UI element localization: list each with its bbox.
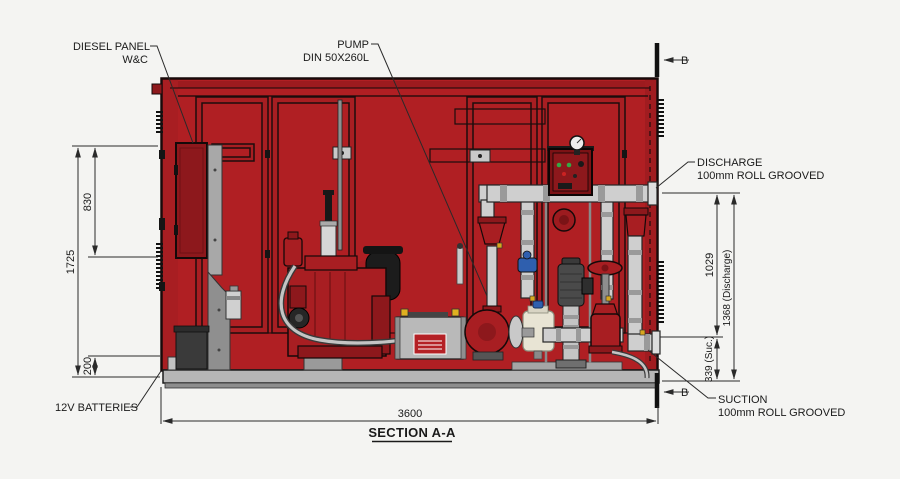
dim-830: 830 — [82, 193, 94, 211]
dim-200: 200 — [82, 357, 94, 375]
battery-box — [173, 325, 210, 370]
pump-enclosure — [151, 77, 664, 389]
suction-inlet-flange — [651, 330, 661, 355]
warning-label — [413, 333, 447, 355]
right-louver-vents — [658, 99, 664, 323]
suction-piping — [623, 207, 661, 355]
fuel-filter — [225, 285, 242, 320]
label-diesel-panel-2: W&C — [122, 54, 148, 66]
pump-discharge-riser — [486, 245, 498, 311]
piping-cluster — [456, 135, 661, 379]
label-suction-1: SUCTION — [718, 394, 768, 406]
dim-1368-discharge: 1368 (Discharge) — [722, 250, 733, 327]
label-diesel-panel-1: DIESEL PANEL — [73, 41, 150, 53]
heat-exchanger — [394, 308, 467, 360]
leader-discharge — [655, 161, 695, 189]
label-discharge-1: DISCHARGE — [697, 157, 762, 169]
dim-3600: 3600 — [398, 408, 422, 420]
section-b-bottom-label: B — [681, 387, 688, 399]
suction-reducer — [625, 214, 647, 237]
label-discharge-2: 100mm ROLL GROOVED — [697, 170, 824, 182]
gate-valve — [587, 260, 623, 354]
door-handles — [265, 146, 627, 258]
label-batteries: 12V BATTERIES — [55, 402, 138, 414]
label-pump-2: DIN 50X260L — [303, 52, 369, 64]
dim-1029: 1029 — [704, 253, 716, 277]
panel-support-column — [207, 144, 231, 371]
leader-batteries — [130, 370, 162, 408]
coupling-clamps — [496, 242, 646, 336]
enclosure-left-column — [163, 80, 178, 369]
pump-coupling — [508, 315, 524, 349]
label-pump-1: PUMP — [337, 39, 369, 51]
enclosure-top-band — [163, 81, 656, 88]
drawing-title: SECTION A-A — [368, 425, 456, 440]
oil-pan — [297, 345, 383, 359]
leader-suction — [647, 349, 716, 399]
label-suction-2: 100mm ROLL GROOVED — [718, 407, 845, 419]
conduit — [337, 99, 343, 251]
section-cut-markers: B B — [654, 43, 689, 408]
coolant-tank — [283, 237, 303, 267]
discharge-outlet-flange — [647, 181, 658, 206]
section-b-top-label: B — [681, 55, 688, 67]
leader-pump — [371, 43, 488, 297]
diesel-control-panel — [175, 142, 208, 259]
solenoid-valve — [517, 257, 538, 273]
exhaust-stack — [325, 194, 332, 222]
bottom-dimension: 3600 SECTION A-A — [160, 387, 659, 443]
leader-diesel-panel — [150, 45, 194, 144]
callouts: DIESEL PANEL W&C PUMP DIN 50X260L DISCHA… — [55, 39, 845, 419]
left-wall-latches — [159, 150, 165, 291]
dim-1725: 1725 — [65, 250, 77, 274]
main-fire-pump — [464, 305, 535, 361]
right-dimensions: 1029 339 (Suc.) 1368 (Discharge) — [660, 192, 740, 382]
discharge-header-pipe — [478, 181, 658, 221]
jockey-control-panel — [547, 135, 594, 196]
lifting-lug — [151, 83, 163, 95]
left-louver-vents — [156, 111, 163, 289]
dim-339-suc: 339 (Suc.) — [704, 336, 715, 382]
left-dimensions: 1725 830 200 — [65, 145, 160, 378]
